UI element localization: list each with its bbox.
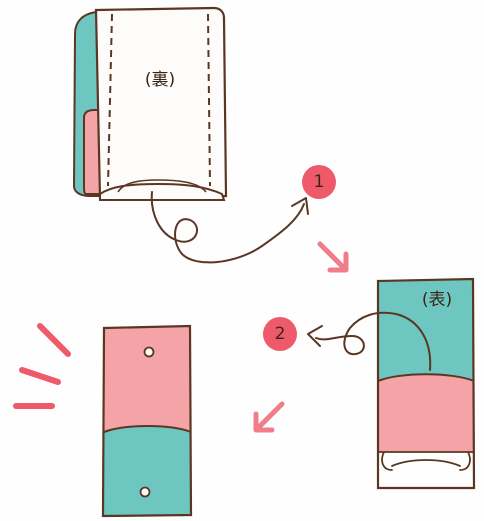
diagonal-arrow-icon [256,404,282,430]
panel-finished [103,326,191,516]
back-side-label: (裏) [145,69,175,90]
step-2-number: 2 [275,324,286,344]
diagonal-arrow-icon [320,244,346,270]
curly-arrow-icon [152,192,304,262]
teal-bottom-half [104,426,190,516]
panel-back-side: (裏) [74,8,226,200]
step-1-number: 1 [314,172,325,192]
arrowhead-icon [308,326,322,346]
burst-lines-icon [16,326,68,406]
step-number-badge: 2 [263,317,297,351]
main-sheet-back [96,8,226,198]
front-side-label: (表) [422,290,452,310]
pink-top-half [104,326,190,432]
panel-front-side: (表) [378,279,474,488]
button-hole-bottom [141,488,150,497]
pink-bottom-section [378,374,473,452]
step-number-badge: 1 [302,165,336,199]
button-hole-top [145,348,154,357]
